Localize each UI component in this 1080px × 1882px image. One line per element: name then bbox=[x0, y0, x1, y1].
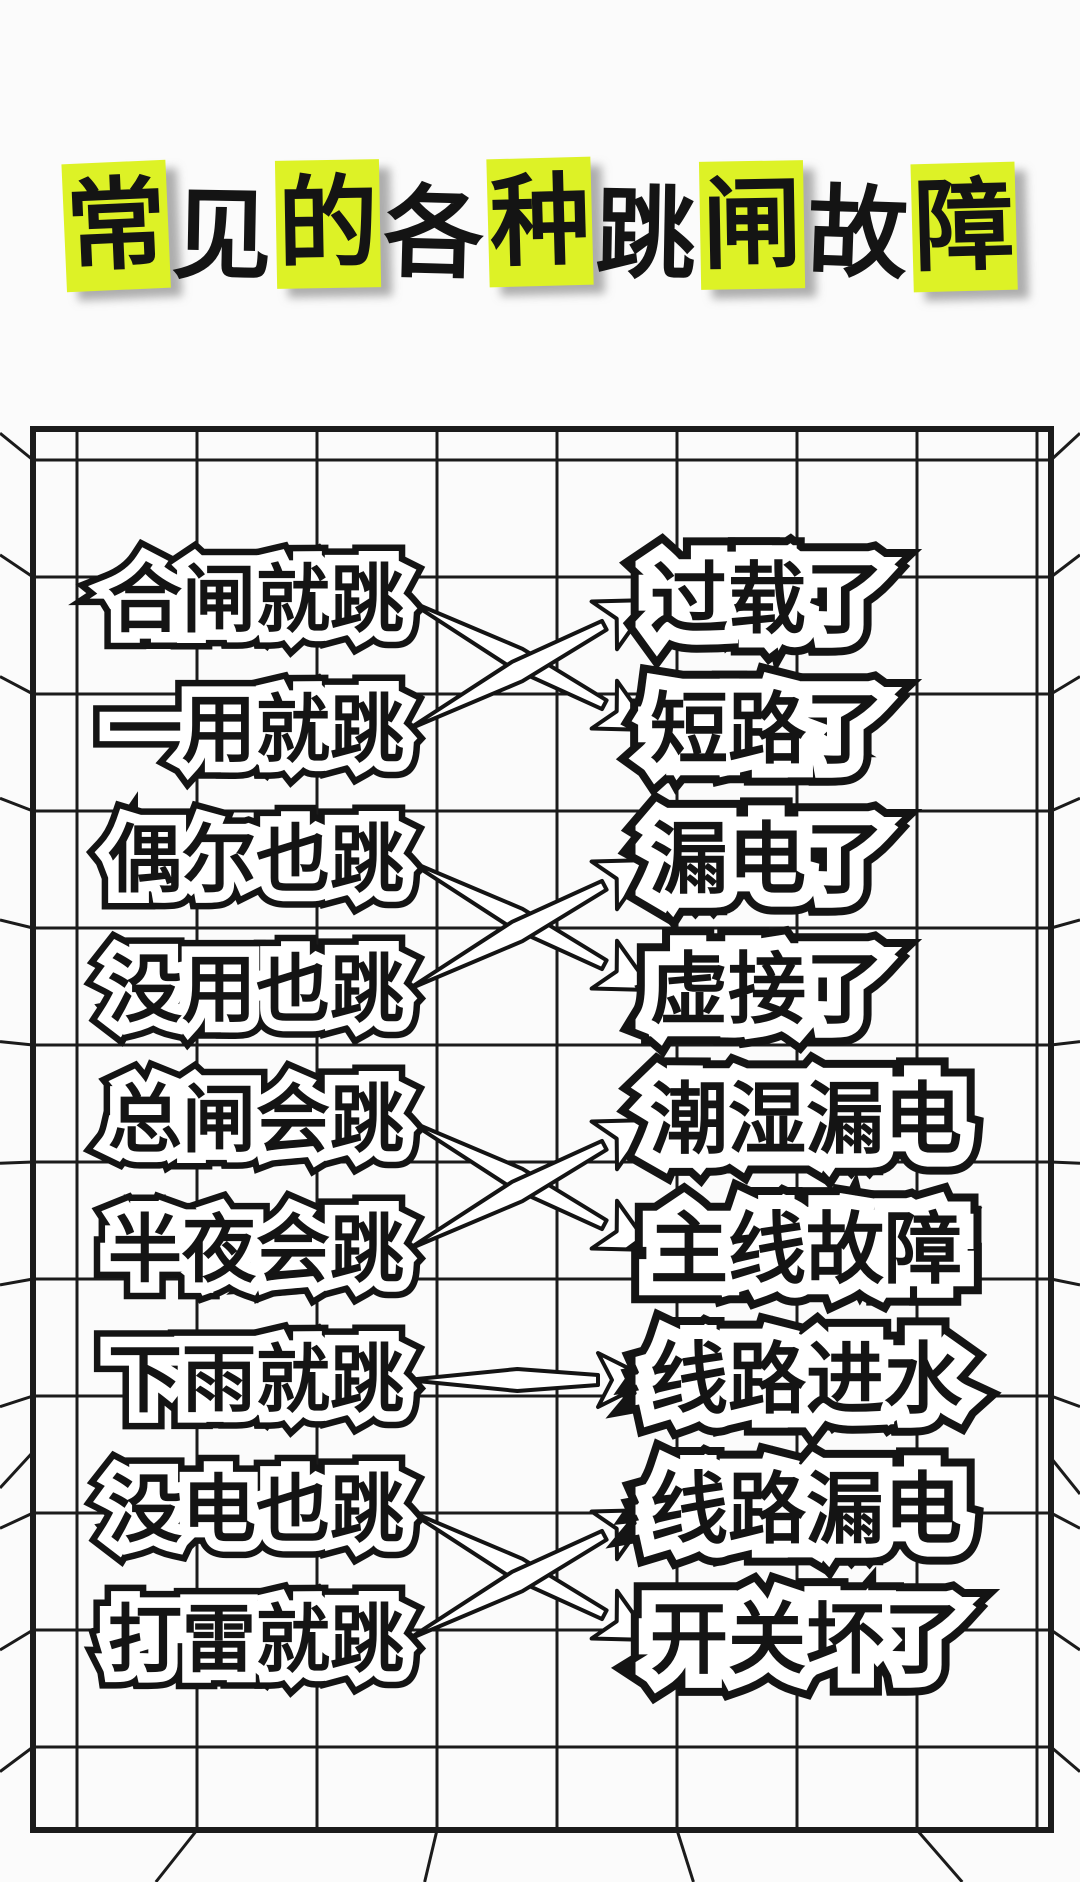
arrow-shaft bbox=[405, 1138, 609, 1252]
floor-perspective-line bbox=[675, 1829, 695, 1882]
arrow-shaft bbox=[405, 1508, 609, 1622]
arrow-head bbox=[589, 1508, 654, 1562]
floor-perspective-line bbox=[154, 1829, 199, 1882]
grid-border bbox=[30, 426, 1054, 1833]
right-wall-line bbox=[1050, 1040, 1080, 1047]
arrow-head bbox=[589, 858, 654, 912]
left-wall-line bbox=[0, 1628, 34, 1652]
arrow-head bbox=[589, 938, 654, 992]
right-wall-line bbox=[1049, 432, 1080, 462]
left-wall-line bbox=[0, 1745, 34, 1773]
left-wall-line bbox=[0, 553, 34, 579]
right-wall-line bbox=[1050, 1277, 1080, 1287]
right-wall-line bbox=[1050, 1160, 1080, 1165]
arrow-shaft bbox=[405, 878, 609, 992]
right-wall-line bbox=[1050, 1745, 1080, 1773]
right-wall-line bbox=[1050, 1511, 1080, 1530]
arrow-head bbox=[589, 1118, 654, 1172]
left-corner-diagonal bbox=[0, 1450, 35, 1490]
left-wall-line bbox=[0, 918, 34, 930]
right-wall-line bbox=[1050, 675, 1080, 696]
left-wall-line bbox=[0, 1511, 34, 1530]
left-wall-line bbox=[0, 675, 34, 696]
arrow-head bbox=[589, 1198, 654, 1252]
arrow-head bbox=[589, 678, 654, 732]
arrow-shaft bbox=[405, 598, 609, 712]
arrow-shaft bbox=[405, 618, 609, 732]
right-wall-line bbox=[1050, 1628, 1080, 1652]
arrow-shaft bbox=[405, 1367, 600, 1393]
right-wall-line bbox=[1050, 918, 1080, 930]
floor-perspective-line bbox=[915, 1829, 964, 1882]
left-wall-line bbox=[0, 1160, 34, 1165]
left-wall-line bbox=[0, 1394, 34, 1409]
left-wall-line bbox=[0, 1040, 34, 1047]
right-wall-line bbox=[1050, 796, 1080, 813]
right-corner-diagonal bbox=[1049, 1457, 1080, 1495]
arrow-head bbox=[589, 1588, 654, 1642]
left-wall-line bbox=[0, 432, 34, 462]
arrow-shaft bbox=[405, 858, 609, 972]
floor-perspective-line bbox=[423, 1829, 439, 1882]
arrow-head bbox=[596, 1351, 654, 1409]
arrow-shaft bbox=[405, 1528, 609, 1642]
arrow-shaft bbox=[405, 1118, 609, 1232]
left-wall-line bbox=[0, 796, 34, 813]
right-wall-line bbox=[1050, 1394, 1080, 1409]
arrow-head bbox=[589, 598, 654, 652]
left-wall-line bbox=[0, 1277, 34, 1287]
right-wall-line bbox=[1050, 553, 1080, 579]
